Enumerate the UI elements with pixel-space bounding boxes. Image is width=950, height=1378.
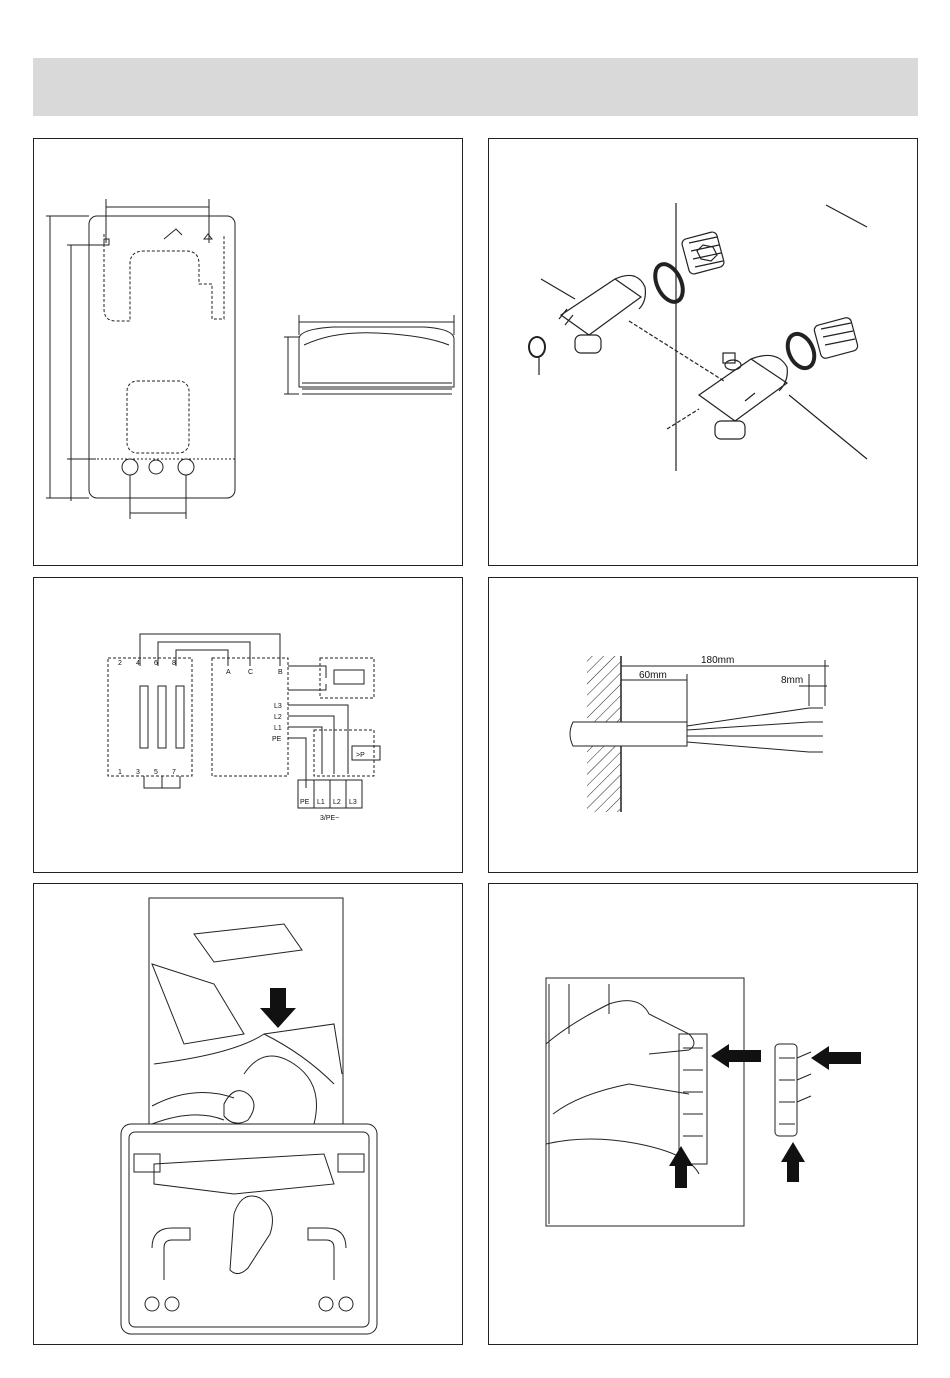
arrow-up-icon	[669, 1146, 693, 1188]
panel-cable-stripping: 180mm 60mm 8mm	[488, 577, 918, 873]
angle-valve-upper	[559, 275, 645, 353]
terminal-top-2: 6	[154, 660, 158, 667]
terminal-connection-drawing	[489, 884, 919, 1346]
line-label-0: L3	[274, 703, 282, 710]
fittings-drawing	[489, 139, 919, 567]
terminal-photo-frame	[546, 978, 744, 1226]
cable-sheath	[570, 722, 687, 746]
arrow-left-icon-2	[811, 1046, 861, 1070]
block-label-2: L2	[333, 799, 341, 806]
cable-stripping-drawing: 180mm 60mm 8mm	[489, 578, 919, 874]
dimension-top: 180mm	[701, 655, 734, 666]
line-label-2: L1	[274, 725, 282, 732]
panel-dimension-drawing	[33, 138, 463, 566]
device-outline	[89, 216, 235, 498]
dimension-left: 60mm	[639, 670, 667, 681]
arrow-left-icon	[711, 1044, 761, 1068]
terminal-top-3: 8	[172, 660, 176, 667]
panel-terminal-connection	[488, 883, 918, 1345]
terminal-top-0: 2	[118, 660, 122, 667]
angle-valve-lower	[699, 353, 787, 439]
line-label-3: PE	[272, 736, 282, 743]
arrow-up-icon-2	[781, 1142, 805, 1182]
down-arrow-icon	[260, 988, 296, 1028]
threaded-nipple-upper	[681, 231, 725, 275]
header-bar	[33, 58, 918, 116]
device-base	[121, 1124, 377, 1334]
terminal-mid-0: A	[226, 669, 231, 676]
wiring-diagram: 2 4 6 8 1 3 5 7 A C B L3 L2 L1 PE PE L1 …	[34, 578, 464, 874]
line-label-1: L2	[274, 714, 282, 721]
panel-cover-installation	[33, 883, 463, 1345]
switch-symbol: >P	[356, 752, 365, 759]
terminal-top-1: 4	[136, 660, 140, 667]
dimension-right: 8mm	[781, 675, 803, 686]
block-label-1: L1	[317, 799, 325, 806]
terminal-mid-1: C	[248, 669, 253, 676]
terminal-bottom-2: 5	[154, 769, 158, 776]
terminal-mid-2: B	[278, 669, 283, 676]
terminal-bottom-3: 7	[172, 769, 176, 776]
panel-fittings	[488, 138, 918, 566]
cover-installation-drawing	[34, 884, 464, 1346]
block-label-3: L3	[349, 799, 357, 806]
supply-label: 3/PE~	[320, 815, 339, 822]
terminal-bottom-0: 1	[118, 769, 122, 776]
panel-wiring-diagram: 2 4 6 8 1 3 5 7 A C B L3 L2 L1 PE PE L1 …	[33, 577, 463, 873]
terminal-bottom-1: 3	[136, 769, 140, 776]
block-label-0: PE	[300, 799, 310, 806]
dimension-drawing	[34, 139, 464, 567]
threaded-nipple-lower	[813, 317, 859, 360]
